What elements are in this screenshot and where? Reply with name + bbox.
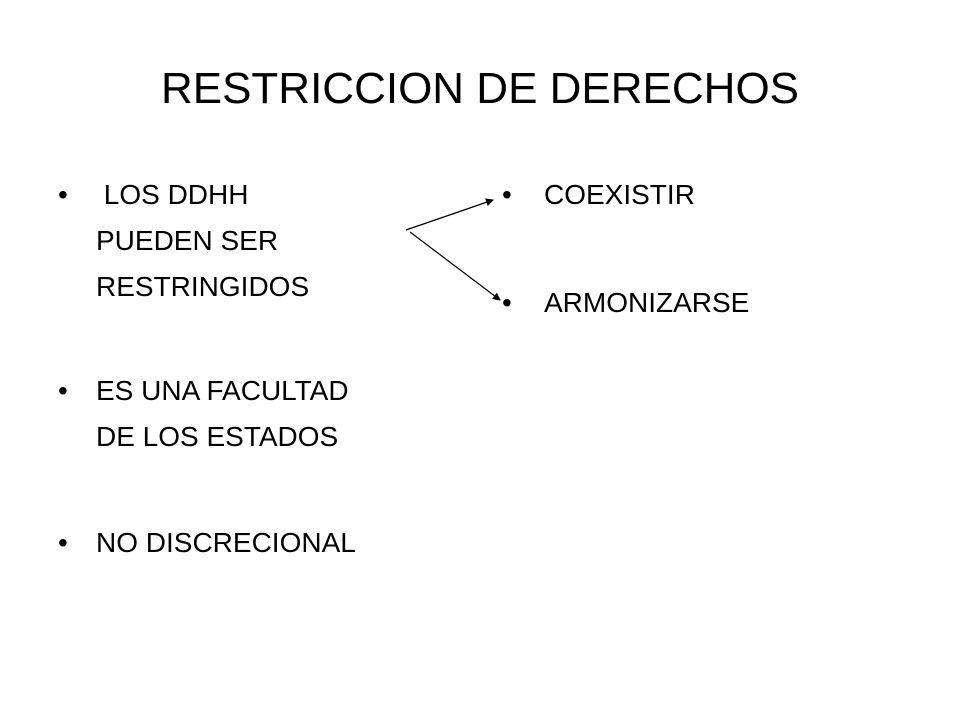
bullet-icon: • — [58, 375, 68, 406]
right-bullet-1-line-1: COEXISTIR — [544, 179, 695, 210]
arrow-to-armonizarse — [409, 231, 501, 301]
left-bullet-3-line-1: NO DISCRECIONAL — [96, 527, 356, 558]
bullet-icon: • — [502, 287, 512, 318]
left-bullet-2-line-1: ES UNA FACULTAD — [96, 375, 349, 406]
slide-title: RESTRICCION DE DERECHOS — [160, 64, 800, 113]
bullet-icon: • — [502, 179, 512, 210]
left-bullet-1-line-3: RESTRINGIDOS — [96, 271, 310, 302]
left-bullet-1-line-1: LOS DDHH — [96, 179, 249, 210]
arrow-to-coexistir — [405, 198, 494, 231]
left-bullet-2-line-2: DE LOS ESTADOS — [96, 421, 339, 452]
bullet-icon: • — [58, 527, 68, 558]
right-bullet-2-line-1: ARMONIZARSE — [544, 287, 750, 318]
left-bullet-1-line-2: PUEDEN SER — [96, 225, 279, 256]
bullet-icon: • — [58, 179, 68, 210]
